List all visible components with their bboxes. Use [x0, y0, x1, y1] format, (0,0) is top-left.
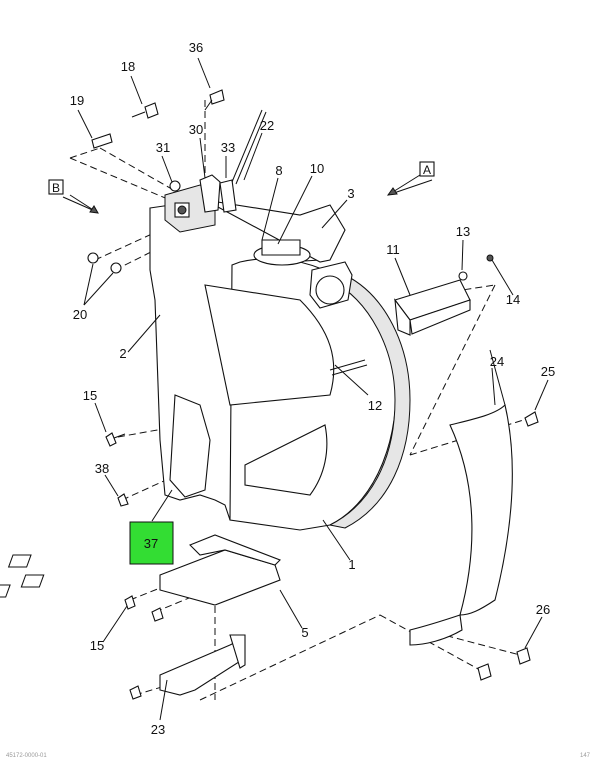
mounting-bracket-5 — [0, 534, 281, 606]
clip-bracket-11 — [394, 254, 494, 336]
leader-lines — [62, 57, 549, 721]
callout-15-upper: 15 — [83, 388, 97, 403]
callout-2: 2 — [119, 346, 126, 361]
callout-14: 14 — [506, 292, 520, 307]
highlight-box[interactable] — [129, 521, 174, 565]
callout-33: 33 — [221, 140, 235, 155]
fasteners — [87, 89, 539, 700]
callout-19: 19 — [70, 93, 84, 108]
callout-1: 1 — [348, 557, 355, 572]
callout-13: 13 — [456, 224, 470, 239]
callout-22: 22 — [260, 118, 274, 133]
callout-38: 38 — [95, 461, 109, 476]
callout-8: 8 — [275, 163, 282, 178]
callout-36: 36 — [189, 40, 203, 55]
main-housing — [149, 174, 411, 531]
callout-18: 18 — [121, 59, 135, 74]
callout-30: 30 — [189, 122, 203, 137]
support-bracket-23 — [159, 634, 246, 696]
callout-3: 3 — [347, 186, 354, 201]
callout-15-lower: 15 — [90, 638, 104, 653]
highlighted-callout[interactable]: 37 — [129, 521, 174, 565]
callout-23: 23 — [151, 722, 165, 737]
view-label-A: A — [419, 161, 435, 177]
callout-20: 20 — [73, 307, 87, 322]
callout-31: 31 — [156, 140, 170, 155]
view-label-A-text: A — [423, 163, 431, 177]
highlight-label: 37 — [144, 536, 158, 551]
view-label-B-text: B — [52, 181, 60, 195]
footer-left: 45172-0000-01 — [6, 753, 47, 759]
strap-24 — [409, 349, 513, 646]
callout-26: 26 — [536, 602, 550, 617]
callout-5: 5 — [301, 625, 308, 640]
callout-25: 25 — [541, 364, 555, 379]
view-label-B: B — [48, 179, 64, 195]
callout-11: 11 — [386, 242, 400, 257]
callout-24: 24 — [490, 354, 504, 369]
footer-right: 147 — [580, 753, 591, 759]
callout-12: 12 — [368, 398, 382, 413]
callout-10: 10 — [310, 161, 324, 176]
callout-labels: 36 18 19 30 22 31 33 8 10 3 13 11 14 20 … — [70, 40, 555, 737]
